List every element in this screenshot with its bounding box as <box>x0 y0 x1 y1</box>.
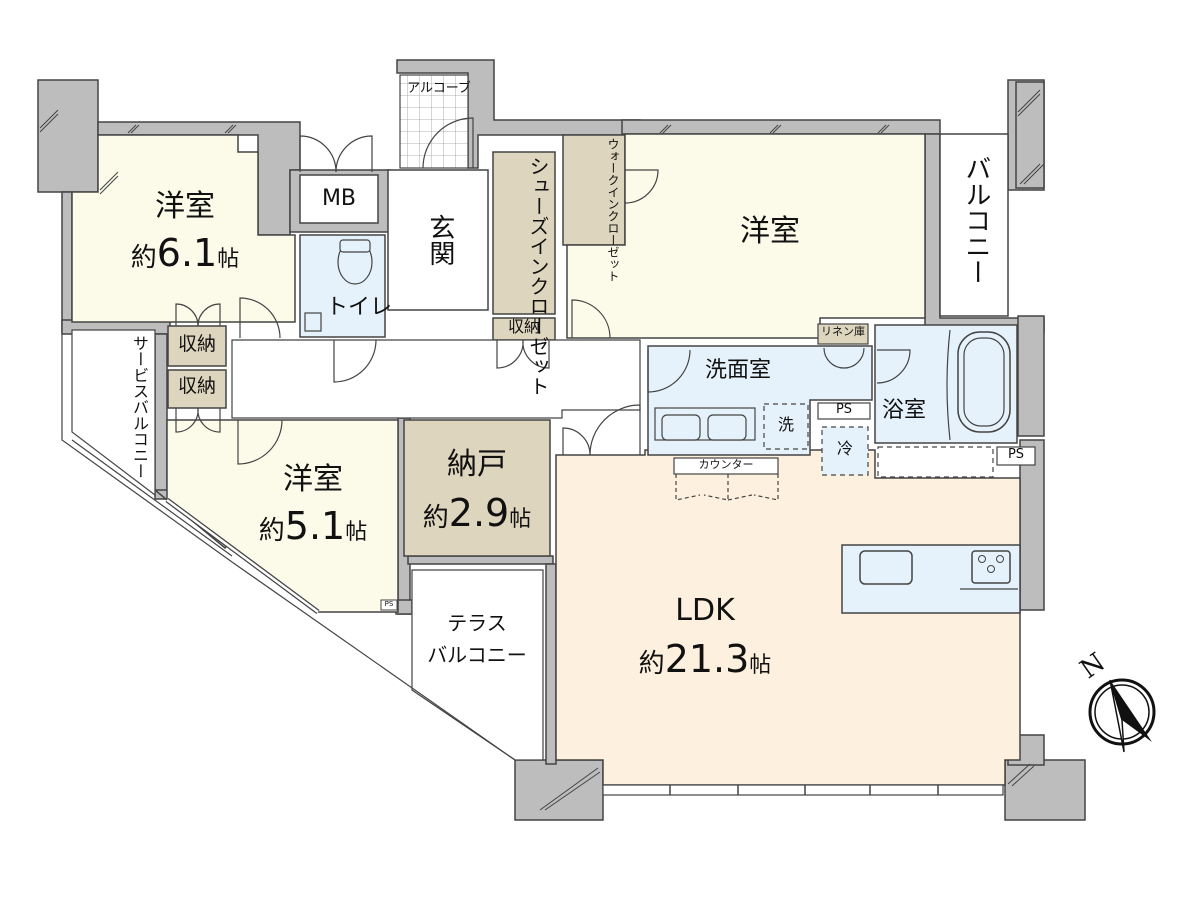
label-walk-in-closet: ウォークインクローゼット <box>606 138 620 282</box>
room-label-nando: 納戸 <box>447 447 507 482</box>
label-entrance: 玄関 <box>424 214 455 266</box>
label-washer: 洗 <box>777 415 794 434</box>
room-size-western-6-1: 約6.1帖 <box>130 231 240 275</box>
label-alcove: アルコーブ <box>407 81 471 96</box>
room-alcove <box>399 74 469 169</box>
label-terrace-balcony-1: テラス <box>447 611 507 635</box>
room-size-nando: 約2.9帖 <box>422 491 532 535</box>
label-terrace-balcony-2: バルコニー <box>427 643 527 667</box>
room-size-western-5-1: 約5.1帖 <box>258 504 368 548</box>
label-fridge: 冷 <box>836 439 853 458</box>
room-shoes-closet <box>492 151 556 315</box>
room-label-western-6-1: 洋室 <box>155 189 215 224</box>
label-storage-1: 収納 <box>177 333 216 355</box>
room-balcony-east <box>939 133 1009 317</box>
room-label-western-big: 洋室 <box>740 214 800 249</box>
room-western-6-1 <box>71 134 296 323</box>
label-counter: カウンター <box>698 458 754 471</box>
north-arrow-icon <box>1088 678 1156 753</box>
label-linen: リネン庫 <box>821 325 865 338</box>
room-service-balcony <box>71 329 156 497</box>
label-storage-2: 収納 <box>177 375 216 397</box>
room-hallway <box>231 339 641 419</box>
label-bathroom: 浴室 <box>882 398 927 423</box>
room-storage-1 <box>167 325 227 367</box>
label-ps-2: PS <box>1007 447 1025 462</box>
label-ps-3: PS <box>384 600 394 608</box>
room-label-western-5-1: 洋室 <box>283 462 343 497</box>
label-washroom: 洗面室 <box>705 358 772 383</box>
label-ps-1: PS <box>835 402 853 417</box>
room-size-ldk: 約21.3帖 <box>638 637 772 681</box>
label-balcony-east: バルコニー <box>960 155 991 285</box>
room-terrace-balcony <box>411 569 544 761</box>
label-shoes-closet: シューズインクローゼット <box>526 156 550 396</box>
label-service-balcony: サービスバルコニー <box>130 335 149 479</box>
label-storage-3: 収納 <box>507 317 540 336</box>
room-ldk <box>555 449 1021 786</box>
room-label-ldk: LDK <box>675 593 735 628</box>
label-toilet: トイレ <box>326 295 393 320</box>
room-walk-in <box>562 134 626 246</box>
label-mb: MB <box>321 186 357 211</box>
room-storage-nando <box>403 419 551 557</box>
room-entrance <box>387 169 489 311</box>
room-storage-2 <box>167 369 227 409</box>
room-western-5-1 <box>166 419 399 613</box>
room-linen <box>817 323 869 345</box>
room-mb <box>299 174 379 224</box>
